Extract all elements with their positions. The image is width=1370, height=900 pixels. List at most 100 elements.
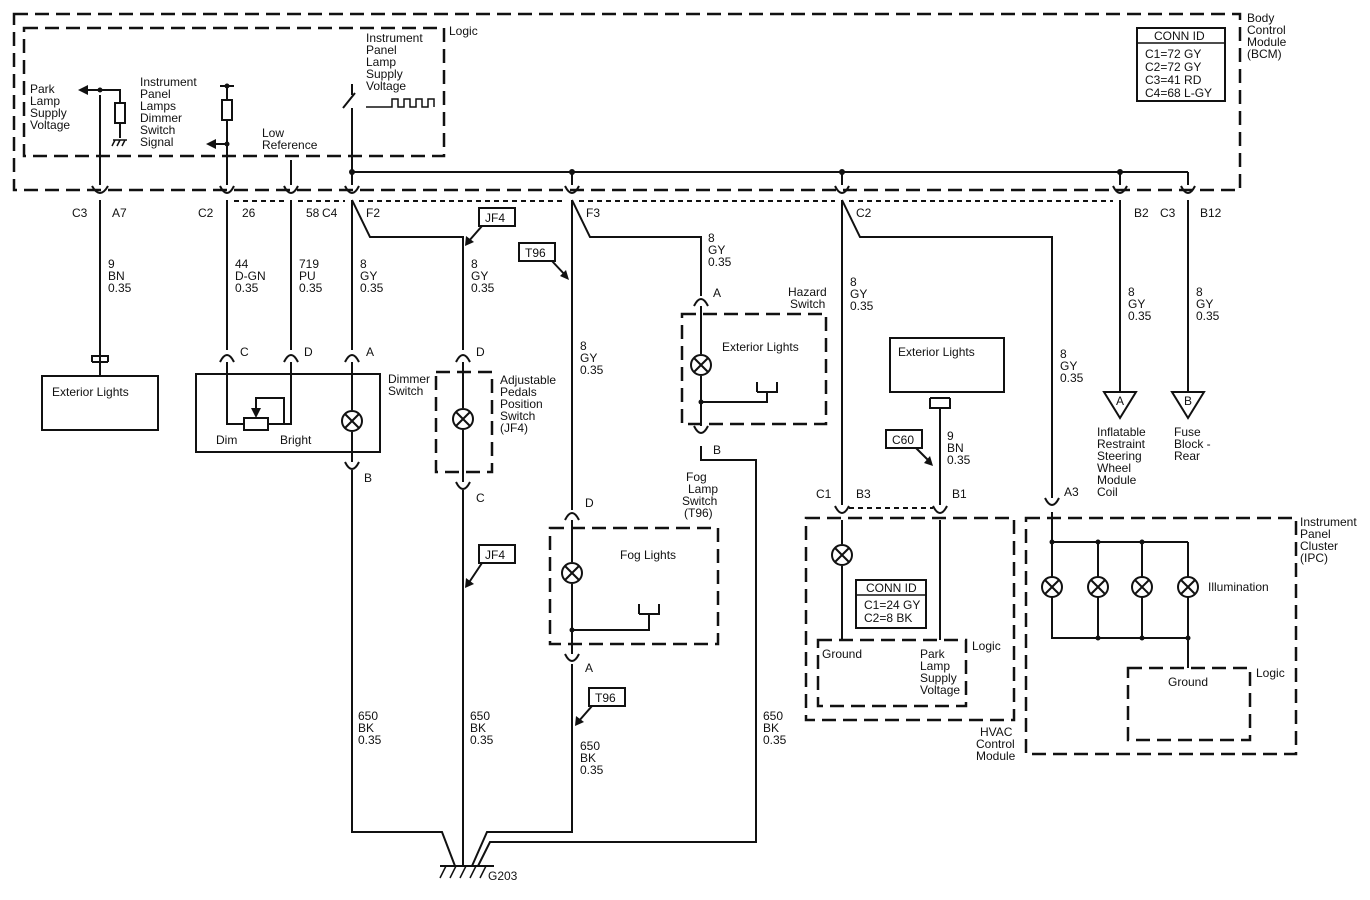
dimmer-conn-c: C (240, 345, 249, 359)
dimmer-bright-label: Bright (280, 433, 312, 447)
conn-b12: B12 (1200, 206, 1222, 220)
exterior-lights-left-label: Exterior Lights (52, 385, 129, 399)
dimmer-conn-d: D (304, 345, 313, 359)
bcm-logic-label: Logic (449, 24, 478, 38)
ipc-bulb-3-icon (1131, 576, 1153, 598)
wires (99, 199, 1189, 867)
hvac-conn-id-table: CONN ID C1=24 GY C2=8 BK (855, 579, 927, 629)
hvac-conn-c1: C1 (816, 487, 832, 501)
park-lamp-output-arrow (78, 85, 88, 95)
ipc-bulb-4-icon (1177, 576, 1199, 598)
hazard-conn-b: B (713, 443, 721, 457)
dimmer-potentiometer (243, 417, 269, 431)
tag-jf4-bottom: JF4 (485, 548, 505, 562)
fog-bulb-icon (561, 562, 583, 584)
hazard-conn-a: A (713, 286, 721, 300)
fog-conn-d: D (585, 496, 594, 510)
hvac-control-module: C1 B3 B1 CONN ID C1=24 GY C2=8 BK Logic … (804, 487, 1016, 763)
exterior-lights-left: Exterior Lights (41, 355, 159, 431)
dimmer-dim-label: Dim (216, 433, 237, 447)
dimmer-signal-arrow (206, 139, 216, 149)
bcm-conn-id-c1: C1=72 GY (1145, 47, 1201, 61)
conn-f3: F3 (586, 206, 600, 220)
hvac-bulb-icon (831, 544, 853, 566)
exterior-lights-right-label: Exterior Lights (898, 345, 975, 359)
airbag-circle-a: A (1116, 394, 1124, 408)
hvac-ground-label: Ground (822, 647, 862, 661)
tag-c60: C60 (892, 433, 914, 447)
ipc-bulb-1-icon (1041, 576, 1063, 598)
hvac-conn-b1: B1 (952, 487, 967, 501)
dimmer-signal-resistor (221, 99, 233, 121)
conn-c2-right: C2 (856, 206, 872, 220)
park-lamp-resistor (114, 102, 126, 124)
bcm-conn-id-c3: C3=41 RD (1145, 73, 1202, 87)
bcm-module-outline (12, 12, 1242, 192)
hazard-bulb-icon (690, 354, 712, 376)
conn-b2: B2 (1134, 206, 1149, 220)
fog-inner-label: Fog Lights (620, 548, 676, 562)
hvac-conn-b3: B3 (856, 487, 871, 501)
hvac-conn-id-c2: C2=8 BK (864, 611, 912, 625)
bcm-conn-id-c4: C4=68 L-GY (1145, 86, 1212, 100)
conn-f2: F2 (366, 206, 380, 220)
hvac-conn-id-title: CONN ID (866, 581, 917, 595)
ipc-ground-label: Ground (1168, 675, 1208, 689)
dimmer-bulb-icon (341, 410, 363, 432)
fuse-circle-b: B (1184, 394, 1192, 408)
bcm-conn-id-table: CONN ID C1=72 GY C2=72 GY C3=41 RD C4=68… (1136, 27, 1226, 102)
conn-58: 58 (306, 206, 320, 220)
option-tags: JF4 T96 JF4 T96 C60 (465, 207, 933, 726)
pedals-conn-c: C (476, 491, 485, 505)
conn-c4: C4 (322, 206, 338, 220)
bcm-logic-outline (22, 26, 446, 158)
pedals-conn-d: D (476, 345, 485, 359)
conn-c3-right: C3 (1160, 206, 1176, 220)
hazard-inner-label: Exterior Lights (722, 340, 799, 354)
pwm-waveform-icon (366, 98, 435, 108)
fog-conn-a: A (585, 661, 593, 675)
conn-c2-left: C2 (198, 206, 214, 220)
exterior-lights-right: Exterior Lights (889, 337, 1005, 505)
conn-a7: A7 (112, 206, 127, 220)
bcm-conn-id-c2: C2=72 GY (1145, 60, 1201, 74)
ipc-illumination-label: Illumination (1208, 580, 1269, 594)
dimmer-conn-b: B (364, 471, 372, 485)
